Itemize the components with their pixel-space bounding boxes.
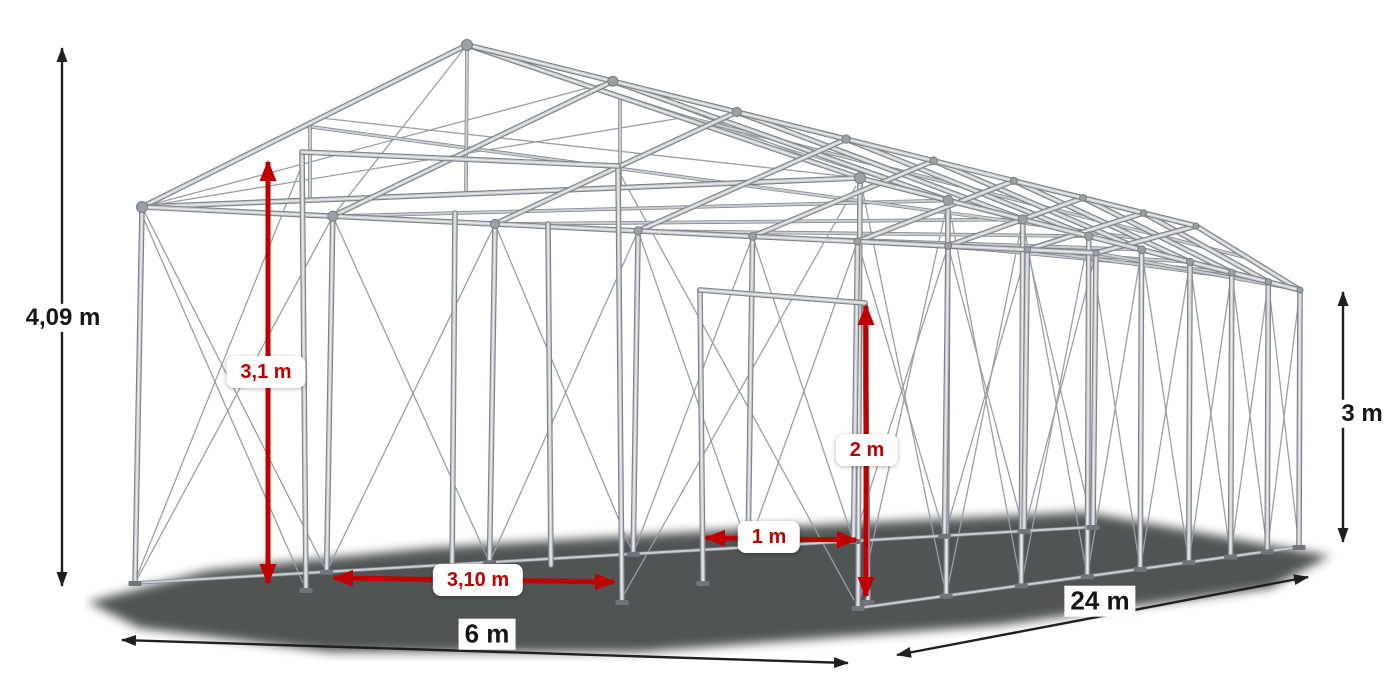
inner-width-label: 1 m [737, 521, 801, 553]
passage-height-label: 3,1 m [226, 356, 306, 388]
side-height-label: 3 m [1335, 399, 1389, 429]
width-label: 6 m [458, 618, 516, 650]
length-label: 24 m [1064, 585, 1136, 617]
frame-joints-and-feet [128, 39, 1306, 611]
inner-height-label: 2 m [835, 434, 899, 466]
width-arrow [121, 634, 849, 669]
total-height-label: 4,09 m [19, 303, 107, 333]
passage-width-label: 3,10 m [432, 564, 524, 596]
frame-structure [132, 42, 1303, 611]
